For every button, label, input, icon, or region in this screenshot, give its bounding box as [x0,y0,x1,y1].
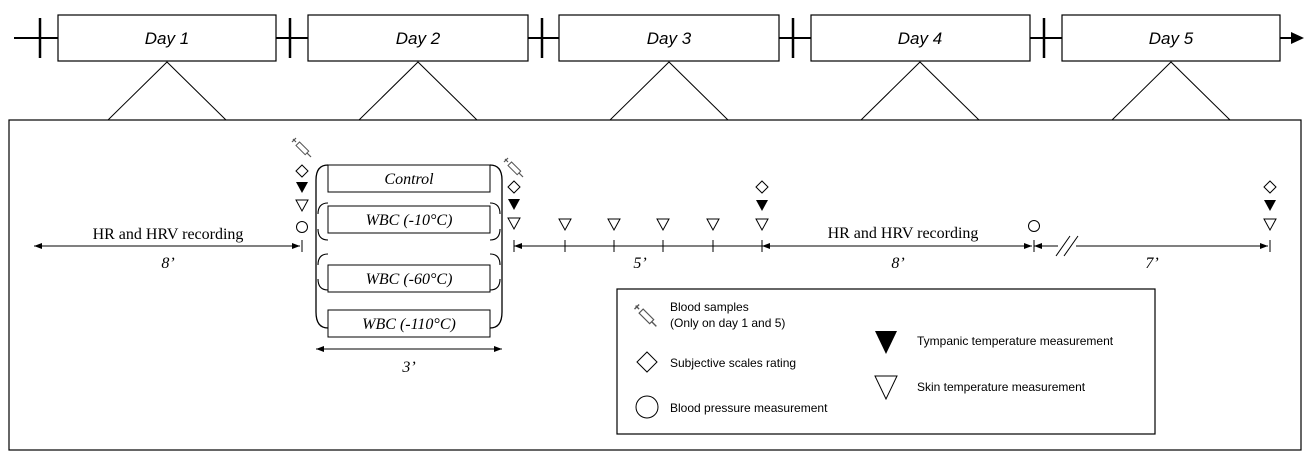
timeline-arrowhead [1291,32,1304,44]
final-segment: 7’ [1034,180,1277,272]
pre-recording-label: HR and HRV recording [93,226,244,243]
circle-icon [296,221,308,233]
open-triangle-icon [507,217,521,231]
open-triangle-icon [558,218,572,232]
legend-tympanic-label: Tympanic temperature measurement [917,334,1114,348]
condition-control-label: Control [384,171,434,188]
open-triangle-icon [874,375,898,401]
day-3-label: Day 3 [647,29,692,48]
post-recording-label: HR and HRV recording [828,225,979,242]
circle-icon [635,395,659,419]
condition-wbc-minus10: WBC (-10°C) [327,205,491,234]
day-4-box: Day 4 [810,14,1031,62]
pre-recording-segment: HR and HRV recording 8’ [34,226,303,272]
timeline-ticks [38,18,1046,58]
condition-wbc-minus10-label: WBC (-10°C) [366,212,453,229]
detail-connectors [107,61,1231,121]
filled-triangle-icon [1264,200,1276,211]
legend: Blood samples (Only on day 1 and 5) Subj… [616,288,1156,435]
day-timeline: Day 1 Day 2 Day 3 Day 4 Day 5 [14,14,1304,62]
day-1-box: Day 1 [57,14,277,62]
filled-triangle-icon [296,182,308,193]
diamond-icon [1263,180,1277,194]
legend-subjective-scales-label: Subjective scales rating [670,356,796,370]
legend-blood-pressure-label: Blood pressure measurement [670,401,828,415]
time-break-mark [1055,235,1071,257]
day-1-label: Day 1 [145,29,189,48]
filled-triangle-icon [508,199,520,210]
condition-wbc-minus110-label: WBC (-110°C) [362,316,456,333]
mid-measurements [755,180,769,232]
exposure-duration-label: 3’ [401,359,415,376]
condition-wbc-minus110: WBC (-110°C) [327,309,491,338]
filled-triangle-icon [875,331,897,354]
day-4-label: Day 4 [898,29,942,48]
exposure-conditions: Control WBC (-10°C) WBC (-60°C) WBC (-11… [315,164,503,376]
post-exposure-measurements [503,157,524,231]
legend-item-blood-samples: Blood samples (Only on day 1 and 5) [633,300,785,330]
circle-icon [1028,220,1040,232]
condition-control: Control [327,164,491,193]
filled-triangle-icon [756,200,768,211]
diamond-icon [755,180,769,194]
open-triangle-icon [295,199,309,213]
diamond-icon [295,164,309,178]
legend-skin-label: Skin temperature measurement [917,380,1086,394]
day-5-box: Day 5 [1061,14,1281,62]
diamond-icon [636,351,658,373]
open-triangle-icon [656,218,670,232]
day-2-label: Day 2 [396,29,441,48]
open-triangle-icon [755,218,769,232]
day-3-box: Day 3 [558,14,780,62]
post-recording-segment: HR and HRV recording 8’ [761,220,1040,272]
right-bracket [489,164,503,329]
pre-exposure-measurements [291,137,312,233]
post-duration-label: 8’ [891,255,904,272]
open-triangle-icon [607,218,621,232]
open-triangle-icon [1263,218,1277,232]
legend-item-tympanic: Tympanic temperature measurement [875,331,1114,354]
legend-box [616,288,1156,435]
time-break-mark [1063,235,1079,257]
pre-duration-label: 8’ [161,255,174,272]
legend-item-skin: Skin temperature measurement [874,375,1086,401]
skin-interval-duration-label: 5’ [633,255,646,272]
legend-item-blood-pressure: Blood pressure measurement [635,395,828,419]
legend-item-subjective-scales: Subjective scales rating [636,351,796,373]
condition-wbc-minus60: WBC (-60°C) [327,264,491,293]
day-2-box: Day 2 [307,14,529,62]
skin-interval-segment: 5’ [513,218,762,272]
final-duration-label: 7’ [1145,255,1158,272]
legend-blood-samples-label: Blood samples [670,300,749,314]
open-triangle-icon [706,218,720,232]
left-bracket [315,164,329,329]
condition-wbc-minus60-label: WBC (-60°C) [366,271,453,288]
day-5-label: Day 5 [1149,29,1194,48]
legend-blood-samples-note: (Only on day 1 and 5) [670,316,785,330]
diamond-icon [507,180,521,194]
